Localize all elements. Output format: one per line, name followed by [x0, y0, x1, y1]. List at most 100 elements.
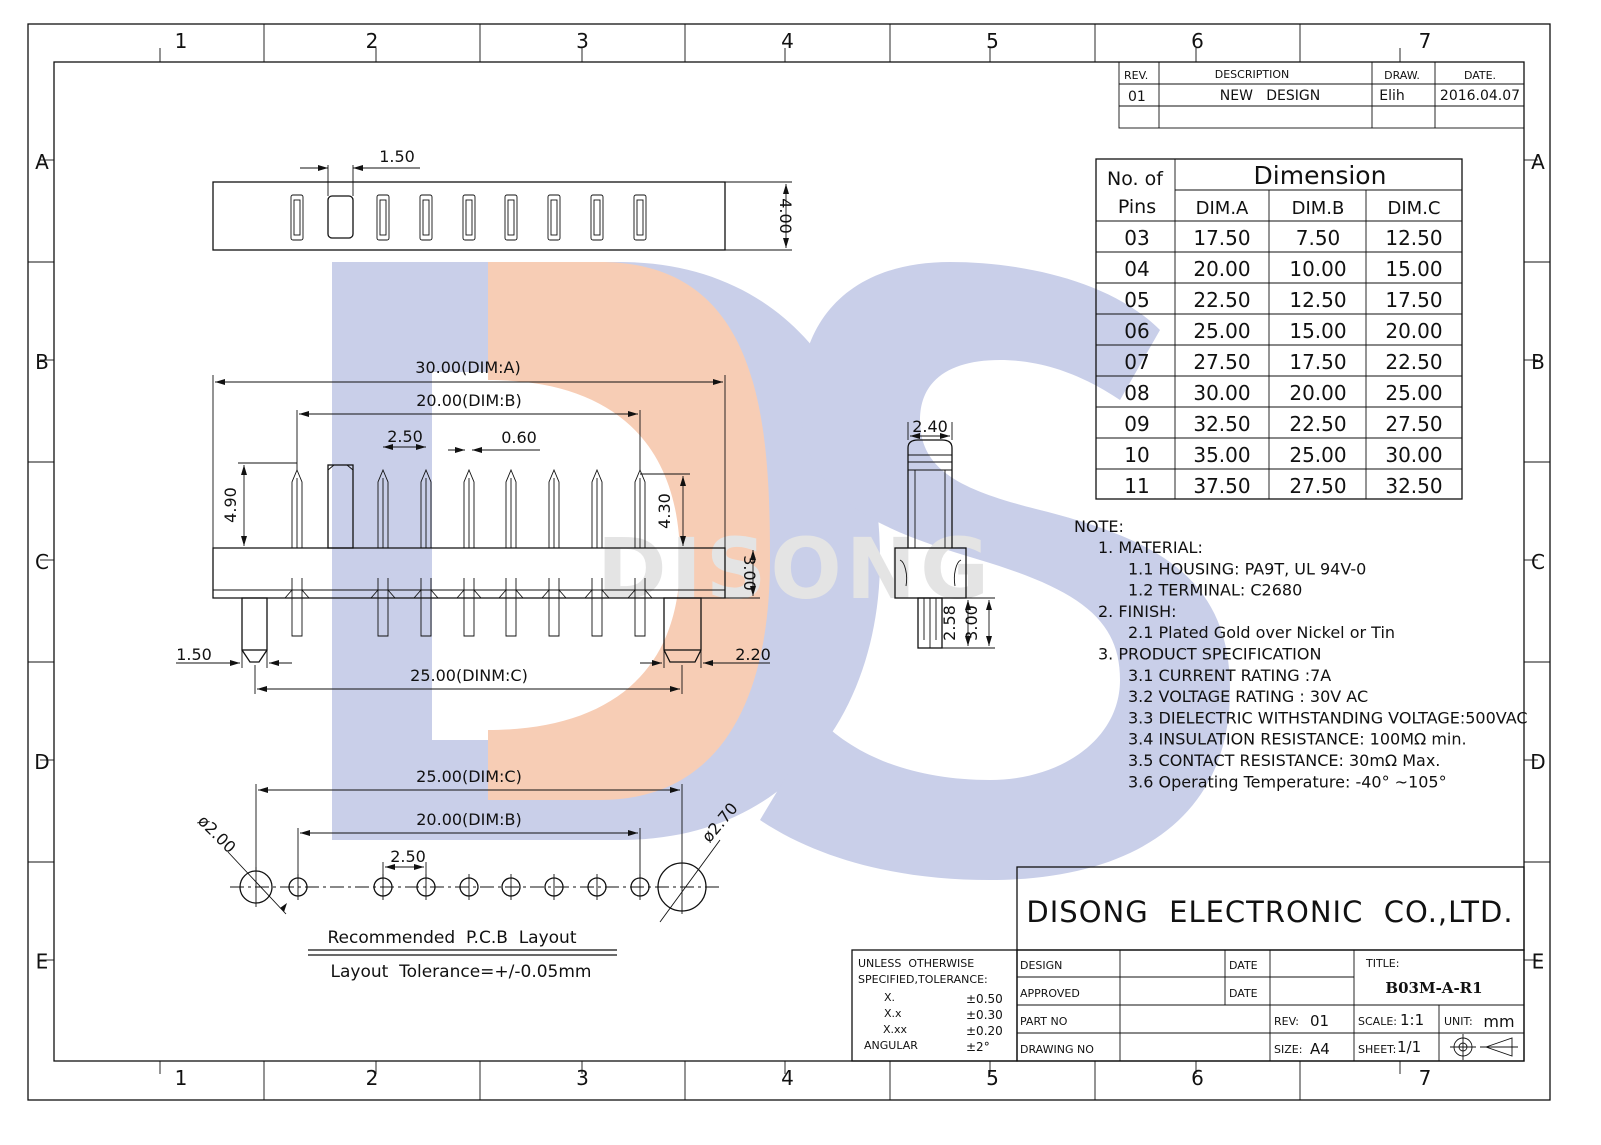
front-pitch-label: 2.50: [387, 427, 423, 446]
front-view: 30.00(DIM:A) 20.00(DIM:B) 2.50 0.60 4.90…: [176, 358, 771, 694]
right-post: [663, 597, 702, 651]
rev-label: REV:: [1274, 1015, 1299, 1028]
top-view-pin: [376, 194, 390, 241]
side-width-label: 2.40: [912, 417, 948, 436]
note-line: 3.5 CONTACT RESISTANCE: 30mΩ Max.: [1128, 751, 1440, 770]
front-pin-height-label: 4.90: [221, 487, 240, 523]
column-label-bottom: 6: [1191, 1066, 1204, 1090]
watermark-d-accent: [488, 262, 770, 800]
column-label-bottom: 1: [175, 1066, 188, 1090]
pcb-title: Recommended P.C.B Layout: [328, 928, 577, 948]
dimension-table-cell: 15.00: [1385, 257, 1442, 281]
description-header: DESCRIPTION: [1215, 68, 1289, 81]
top-view-pin: [633, 194, 647, 241]
row-label-left: E: [36, 950, 49, 974]
pcb-dim-c-label: 25.00(DIM:C): [416, 767, 522, 786]
dimension-table-cell: 11: [1124, 474, 1149, 498]
tolerance-key: ANGULAR: [864, 1039, 918, 1052]
company-name: DISONG ELECTRONIC CO.,LTD.: [1026, 895, 1513, 929]
column-label-bottom: 7: [1419, 1066, 1432, 1090]
inner-border: [53, 61, 1525, 1062]
dimension-table-cell: 12.50: [1385, 226, 1442, 250]
top-view-housing: [212, 181, 726, 251]
revision-block: REV. DESCRIPTION DRAW. DATE. 01 NEW DESI…: [1118, 61, 1525, 129]
column-label-top: 2: [366, 29, 379, 53]
dim-c-header: DIM.C: [1388, 198, 1441, 219]
note-line: 3.4 INSULATION RESISTANCE: 100MΩ min.: [1128, 730, 1467, 749]
note-line: 1.2 TERMINAL: C2680: [1128, 581, 1302, 600]
dim-b-header: DIM.B: [1292, 198, 1345, 219]
pcb-dim-b-label: 20.00(DIM:B): [416, 810, 522, 829]
scale-value: 1:1: [1400, 1011, 1424, 1029]
column-label-bottom: 5: [986, 1066, 999, 1090]
column-label-top: 5: [986, 29, 999, 53]
dimension-table-cell: 10: [1124, 443, 1149, 467]
front-dim-a-label: 30.00(DIM:A): [415, 358, 520, 377]
front-view-pin: [413, 468, 439, 637]
dimension-table-cell: 03: [1124, 226, 1149, 250]
dimension-table-cell: 05: [1124, 288, 1149, 312]
column-label-top: 4: [781, 29, 794, 53]
rev-value-tb: 01: [1310, 1012, 1329, 1030]
design-label: DESIGN: [1020, 959, 1062, 972]
dimension-table-cell: 22.50: [1385, 350, 1442, 374]
tolerance-value: ±0.20: [966, 1024, 1003, 1038]
scale-label: SCALE:: [1358, 1015, 1397, 1028]
revision-block-border: [1118, 61, 1525, 129]
dimension-table-cell: 20.00: [1385, 319, 1442, 343]
row-label-left: B: [35, 350, 49, 374]
dimension-table-cell: 35.00: [1193, 443, 1250, 467]
notes-title: NOTE:: [1074, 517, 1124, 536]
dimension-table-cell: 30.00: [1385, 443, 1442, 467]
description-value: NEW DESIGN: [1220, 88, 1320, 104]
top-view-pin: [504, 194, 518, 241]
row-label-right: E: [1532, 950, 1545, 974]
top-view-pin: [419, 194, 433, 241]
dimension-table-cell: 12.50: [1289, 288, 1346, 312]
watermark-logo: DISONG: [332, 262, 1230, 880]
dimension-table-cell: 22.50: [1289, 412, 1346, 436]
dimension-table-cell: 10.00: [1289, 257, 1346, 281]
date-header: DATE.: [1464, 69, 1496, 82]
top-view-pitch-label: 1.50: [379, 147, 415, 166]
column-label-bottom: 2: [366, 1066, 379, 1090]
row-label-right: D: [1530, 750, 1545, 774]
dimension-table-cell: 06: [1124, 319, 1149, 343]
dimension-table-cell: 17.50: [1385, 288, 1442, 312]
column-label-bottom: 4: [781, 1066, 794, 1090]
side-lead-a-label: 2.58: [940, 605, 959, 641]
note-line: 3. PRODUCT SPECIFICATION: [1098, 645, 1321, 664]
dimension-table-cell: 04: [1124, 257, 1149, 281]
top-view-pin: [462, 194, 476, 241]
dimension-table-cell: 32.50: [1193, 412, 1250, 436]
left-post-label: 1.50: [176, 645, 212, 664]
dim-a-header: DIM.A: [1196, 198, 1249, 219]
rev-value: 01: [1128, 89, 1146, 105]
row-label-left: C: [35, 550, 49, 574]
dimension-table-cell: 17.50: [1193, 226, 1250, 250]
pcb-hole-small-label: ø2.00: [194, 811, 240, 857]
title-value: B03M-A-R1: [1385, 979, 1482, 997]
column-label-top: 7: [1419, 29, 1432, 53]
draw-value: Elih: [1379, 88, 1405, 104]
dimension-table-cell: 15.00: [1289, 319, 1346, 343]
row-label-right: A: [1531, 150, 1545, 174]
note-line: 3.3 DIELECTRIC WITHSTANDING VOLTAGE:500V…: [1128, 708, 1528, 727]
right-post-label: 2.20: [735, 645, 771, 664]
tolerance-key: X.xx: [883, 1023, 908, 1036]
drawing-no-label: DRAWING NO: [1020, 1043, 1094, 1056]
front-dim-b-label: 20.00(DIM:B): [416, 391, 522, 410]
notes-block: NOTE: 1. MATERIAL:1.1 HOUSING: PA9T, UL …: [1074, 517, 1528, 791]
top-view-height-label: 4.00: [776, 198, 795, 234]
top-view-pin: [290, 194, 304, 241]
dimension-table-cell: 08: [1124, 381, 1149, 405]
top-view-post: [327, 195, 354, 239]
